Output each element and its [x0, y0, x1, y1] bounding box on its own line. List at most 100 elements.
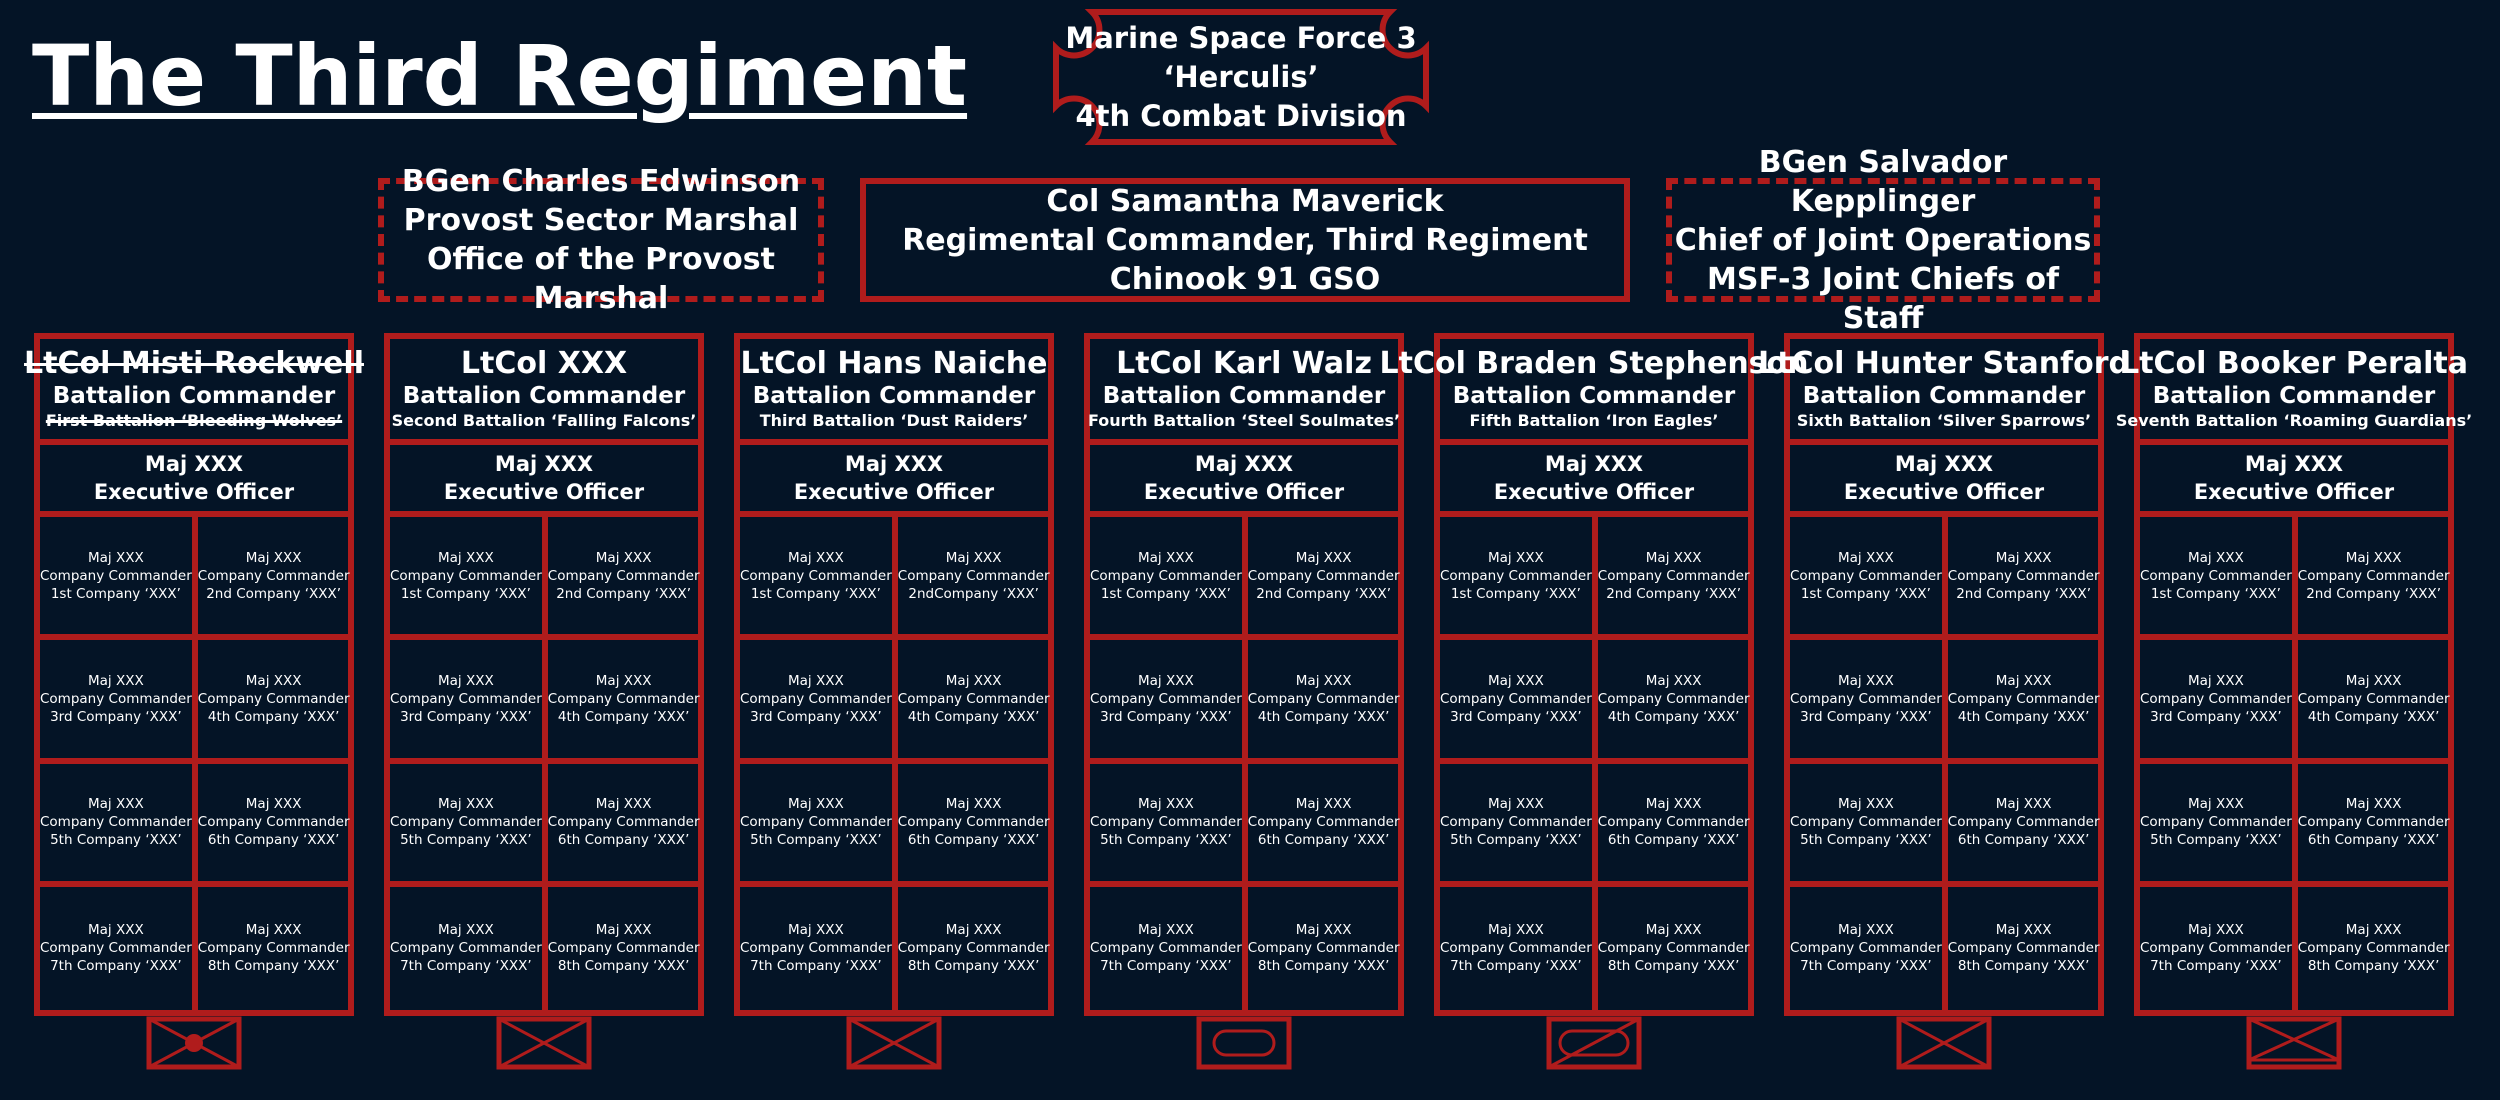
company-commander-rank: Maj XXX: [1838, 672, 1894, 689]
company-name: 1st Company ‘XXX’: [1800, 585, 1931, 602]
battalion-unit-name: Sixth Battalion ‘Silver Sparrows’: [1796, 411, 2092, 430]
company-commander-rank: Maj XXX: [2188, 922, 2244, 939]
company-commander-role: Company Commander: [1247, 690, 1400, 707]
company-name: 1st Company ‘XXX’: [2150, 585, 2281, 602]
company-commander-role: Company Commander: [2297, 940, 2450, 957]
company-commander-role: Company Commander: [197, 567, 350, 584]
company-commander-rank: Maj XXX: [1488, 549, 1544, 566]
company-commander-rank: Maj XXX: [788, 549, 844, 566]
company-commander-role: Company Commander: [1090, 567, 1242, 584]
battalion-unit-name: First Battalion ‘Bleeding Wolves’: [45, 411, 343, 430]
company-name: 2nd Company ‘XXX’: [2306, 585, 2442, 602]
company-commander-rank: Maj XXX: [88, 922, 144, 939]
xo-rank: Maj XXX: [844, 452, 944, 476]
xo-role: Executive Officer: [793, 480, 995, 504]
battalion-commander-role: Battalion Commander: [752, 383, 1036, 409]
company-commander-rank: Maj XXX: [245, 549, 302, 566]
company-commander-rank: Maj XXX: [245, 796, 302, 813]
company-commander-rank: Maj XXX: [1645, 672, 1702, 689]
battalion-unit-name: Fourth Battalion ‘Steel Soulmates’: [1087, 411, 1401, 430]
company-name: 4th Company ‘XXX’: [557, 708, 690, 725]
company-name: 6th Company ‘XXX’: [2307, 832, 2440, 849]
company-commander-role: Company Commander: [197, 814, 350, 831]
company-commander-rank: Maj XXX: [1995, 549, 2052, 566]
company-commander-role: Company Commander: [1790, 814, 1942, 831]
company-commander-rank: Maj XXX: [788, 672, 844, 689]
xo-role: Executive Officer: [1493, 480, 1695, 504]
battalion-commander-role: Battalion Commander: [2152, 383, 2436, 409]
company-commander-role: Company Commander: [740, 814, 892, 831]
infantry-icon: [1896, 1016, 1992, 1070]
infantry-base-line-icon: [2246, 1016, 2342, 1070]
company-commander-rank: Maj XXX: [788, 922, 844, 939]
company-commander-role: Company Commander: [1597, 814, 1750, 831]
company-commander-role: Company Commander: [40, 690, 192, 707]
provost-title: Provost Sector Marshal: [403, 203, 799, 238]
xo-rank: Maj XXX: [1194, 452, 1294, 476]
company-commander-role: Company Commander: [897, 940, 1050, 957]
company-commander-role: Company Commander: [1440, 940, 1592, 957]
battalion-unit-name: Fifth Battalion ‘Iron Eagles’: [1469, 411, 1719, 430]
battalion-commander-name: LtCol Karl Walz: [1116, 346, 1372, 381]
company-commander-role: Company Commander: [40, 567, 192, 584]
battalion-unit-name: Second Battalion ‘Falling Falcons’: [391, 411, 697, 430]
company-commander-rank: Maj XXX: [1838, 549, 1894, 566]
company-name: 7th Company ‘XXX’: [1800, 958, 1932, 975]
company-name: 7th Company ‘XXX’: [750, 958, 882, 975]
company-name: 1st Company ‘XXX’: [750, 585, 881, 602]
company-commander-role: Company Commander: [390, 814, 542, 831]
provost-office: Office of the Provost Marshal: [427, 242, 775, 316]
company-commander-rank: Maj XXX: [1295, 672, 1352, 689]
battalion-commander-role: Battalion Commander: [402, 383, 686, 409]
company-name: 2nd Company ‘XXX’: [556, 585, 692, 602]
company-commander-role: Company Commander: [1090, 690, 1242, 707]
company-commander-role: Company Commander: [1090, 814, 1242, 831]
company-commander-role: Company Commander: [1947, 567, 2100, 584]
company-name: 3rd Company ‘XXX’: [2150, 708, 2282, 725]
company-name: 7th Company ‘XXX’: [2150, 958, 2282, 975]
company-commander-role: Company Commander: [40, 814, 192, 831]
company-commander-role: Company Commander: [390, 567, 542, 584]
company-commander-role: Company Commander: [547, 690, 700, 707]
company-commander-role: Company Commander: [897, 690, 1050, 707]
company-commander-rank: Maj XXX: [1138, 796, 1194, 813]
company-commander-rank: Maj XXX: [945, 796, 1002, 813]
company-name: 8th Company ‘XXX’: [1957, 958, 2090, 975]
company-name: 7th Company ‘XXX’: [1100, 958, 1232, 975]
company-commander-role: Company Commander: [547, 940, 700, 957]
company-name: 1st Company ‘XXX’: [1100, 585, 1231, 602]
company-grid: Maj XXX Company Commander 1st Company ‘XXX…: [2140, 517, 2450, 1010]
company-commander-role: Company Commander: [1597, 567, 1750, 584]
company-commander-rank: Maj XXX: [1838, 796, 1894, 813]
joint-ops-title: Chief of Joint Operations: [1674, 222, 2092, 258]
company-name: 8th Company ‘XXX’: [907, 958, 1040, 975]
company-commander-rank: Maj XXX: [245, 672, 302, 689]
